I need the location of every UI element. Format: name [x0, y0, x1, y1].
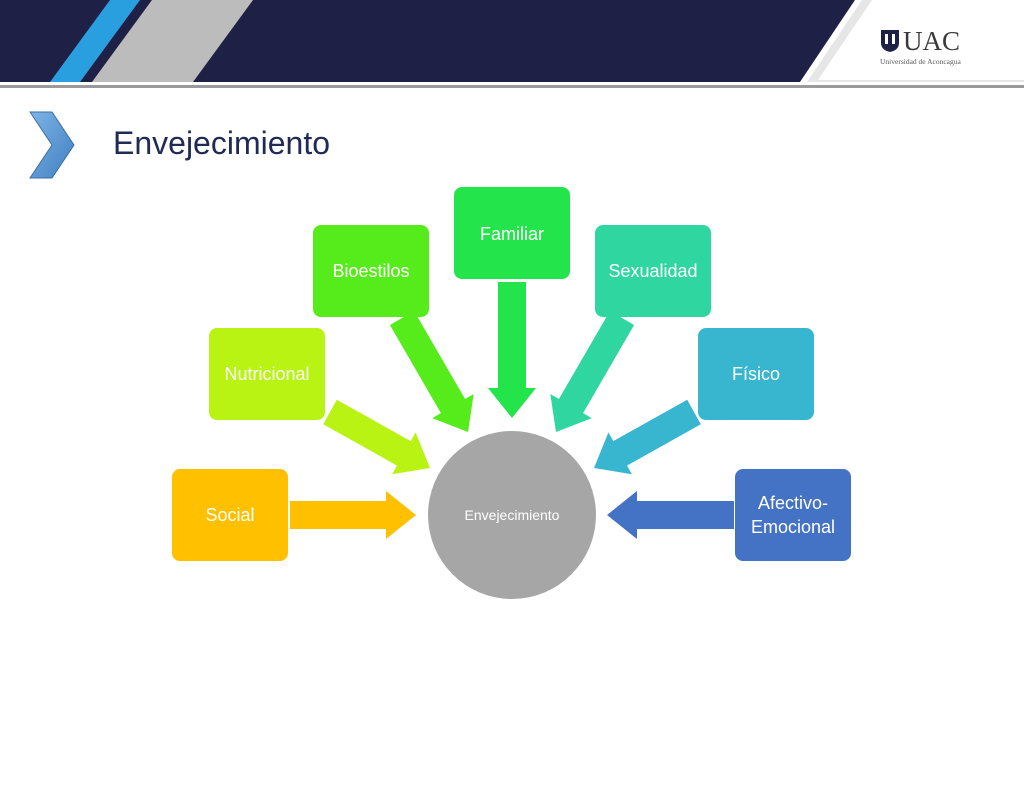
nodes-layer: Social Nutricional Bioestilos FamiliarSexua… — [172, 187, 851, 561]
node-bioestilos: Bioestilos — [313, 225, 429, 317]
node-label-line: Familiar — [480, 224, 544, 244]
node-label-nutricional: Nutricional — [224, 364, 309, 384]
node-box-bioestilos — [313, 225, 429, 317]
page-title: Envejecimiento — [113, 125, 330, 161]
logo-text: UAC — [903, 26, 961, 56]
node-box-social — [172, 469, 288, 561]
arrow-social — [290, 491, 416, 539]
node-nutricional: Nutricional — [209, 328, 325, 420]
arrow-bioestilos — [389, 311, 474, 432]
node-afectivo: Afectivo- Emocional — [735, 469, 851, 561]
node-label-line: Emocional — [751, 517, 835, 537]
banner-gray-stripe — [92, 0, 253, 82]
node-label-line: Social — [205, 505, 254, 525]
node-label-line: Físico — [732, 364, 780, 384]
banner-accent-stripe — [50, 0, 140, 82]
arrow-fisico — [594, 399, 701, 475]
node-label-familiar: Familiar — [480, 224, 544, 244]
node-label-bioestilos: Bioestilos — [332, 261, 409, 281]
logo-subtitle: Universidad de Aconcagua — [880, 57, 961, 66]
node-label-afectivo: Afectivo- Emocional — [751, 493, 835, 537]
arrow-sexualidad — [550, 311, 635, 432]
node-box-nutricional — [209, 328, 325, 420]
crest-icon — [881, 30, 899, 52]
center-hub-label: Envejecimiento — [465, 507, 560, 523]
arrows-layer — [290, 282, 734, 539]
header-banner — [0, 0, 1024, 88]
node-label-line: Afectivo- — [758, 493, 828, 513]
node-familiar: Familiar — [454, 187, 570, 279]
center-hub — [428, 431, 596, 599]
node-label-line: Bioestilos — [332, 261, 409, 281]
arrow-nutricional — [323, 399, 430, 475]
node-box-fisico — [698, 328, 814, 420]
node-social: Social — [172, 469, 288, 561]
node-label-line: Sexualidad — [608, 261, 697, 281]
chevron-right-icon — [29, 111, 75, 179]
node-fisico: Físico — [698, 328, 814, 420]
node-box-sexualidad — [595, 225, 711, 317]
node-box-familiar — [454, 187, 570, 279]
node-label-social: Social — [205, 505, 254, 525]
node-box-afectivo — [735, 469, 851, 561]
banner-divider-line — [0, 85, 1024, 88]
arrow-afectivo — [607, 491, 734, 539]
arrow-familiar — [488, 282, 536, 418]
banner-white-panel — [818, 0, 1024, 80]
node-label-line: Nutricional — [224, 364, 309, 384]
node-label-sexualidad: Sexualidad — [608, 261, 697, 281]
university-logo: UAC Universidad de Aconcagua — [876, 26, 986, 70]
node-sexualidad: Sexualidad — [595, 225, 711, 317]
node-label-fisico: Físico — [732, 364, 780, 384]
